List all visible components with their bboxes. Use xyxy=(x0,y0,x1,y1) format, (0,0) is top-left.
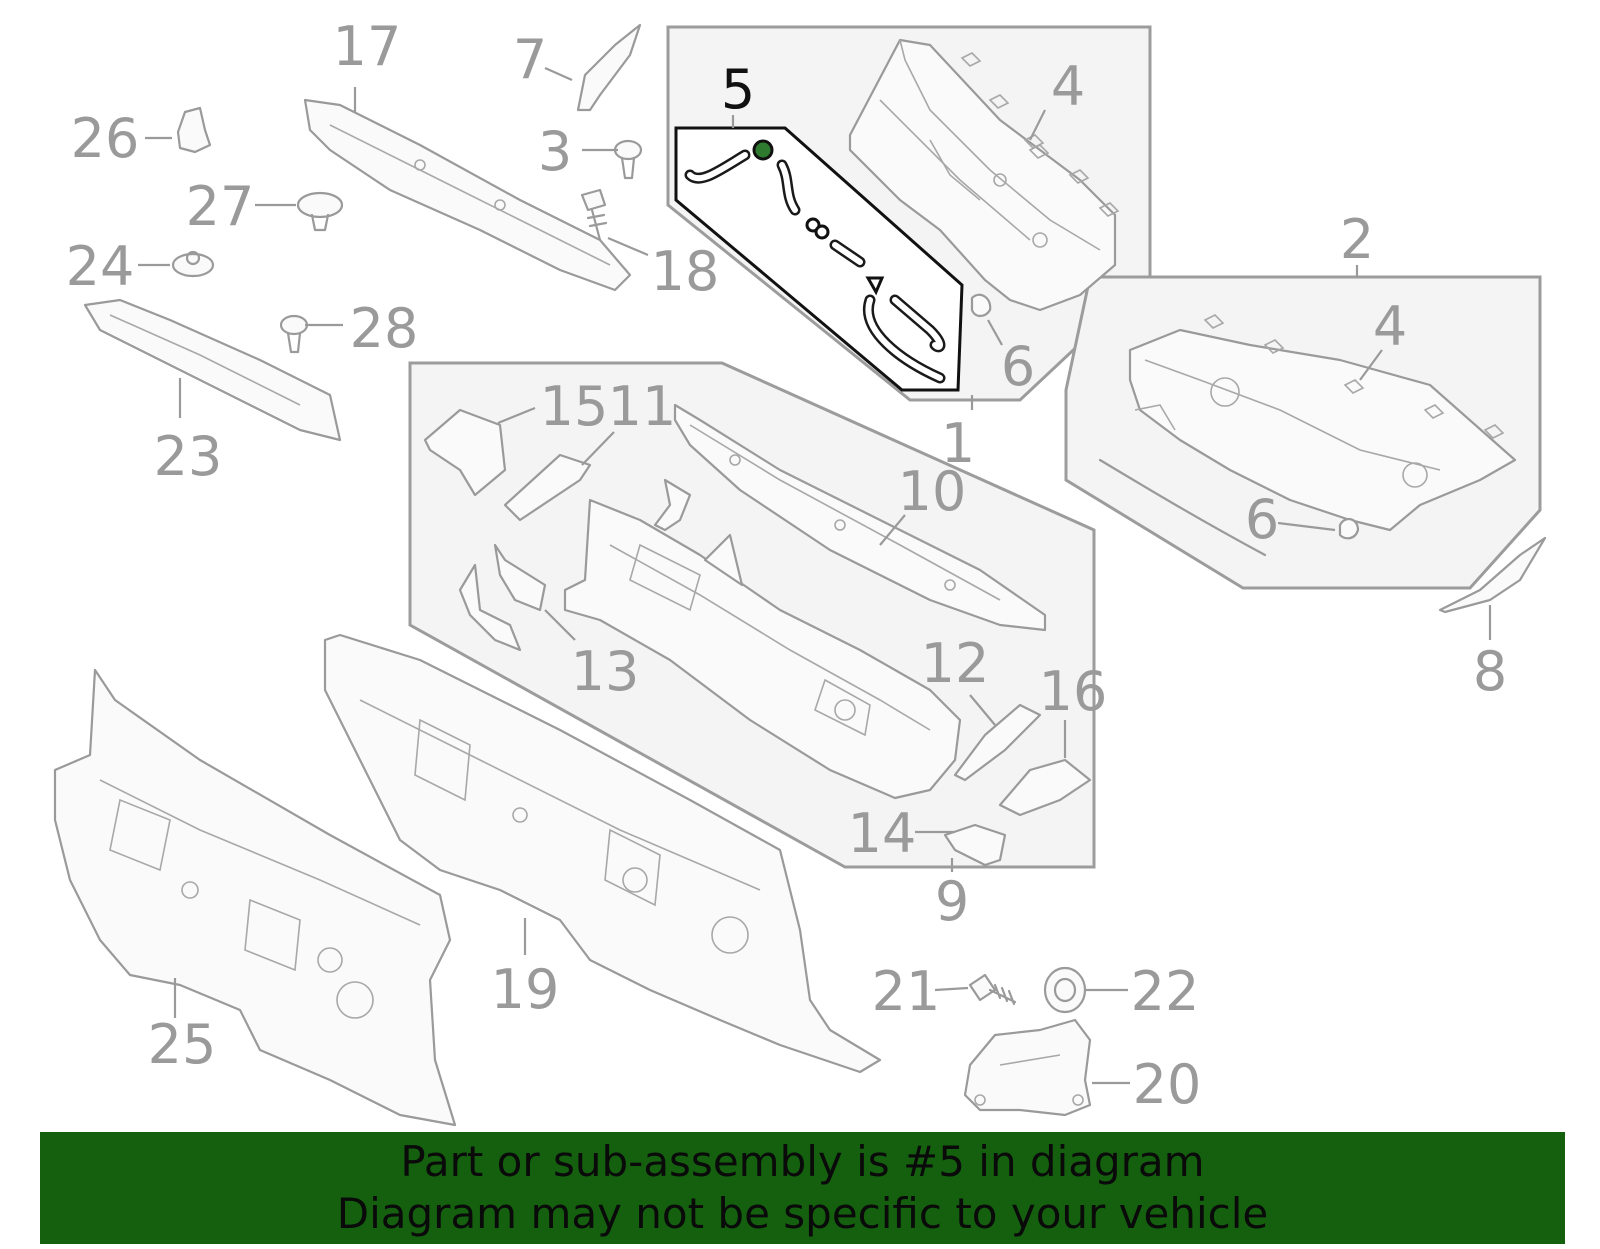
callout-18: 18 xyxy=(651,240,720,303)
seal-strip-group2 xyxy=(1098,458,1267,557)
callout-6-group2: 6 xyxy=(1245,488,1279,551)
trim-7 xyxy=(576,23,642,112)
bolt-18 xyxy=(580,188,608,242)
callout-20: 20 xyxy=(1133,1053,1202,1116)
bracket-12 xyxy=(953,703,1042,782)
callout-5-highlighted[interactable]: 5 xyxy=(721,58,755,121)
callout-1: 1 xyxy=(941,412,975,475)
callout-4-group2: 4 xyxy=(1373,295,1407,358)
callout-19: 19 xyxy=(491,958,560,1021)
callout-12: 12 xyxy=(921,632,990,695)
callout-2: 2 xyxy=(1340,208,1374,271)
callout-8: 8 xyxy=(1473,640,1507,703)
seal-6-group1 xyxy=(970,293,992,318)
cowl-panel-main xyxy=(563,498,962,800)
cowl-panel-10 xyxy=(673,403,1047,632)
nut-24 xyxy=(171,250,215,278)
callout-21: 21 xyxy=(872,960,941,1023)
dash-insulator-25 xyxy=(53,668,457,1127)
callout-3: 3 xyxy=(538,120,572,183)
bracket-14 xyxy=(943,823,1007,867)
part-5-outline[interactable] xyxy=(674,126,964,392)
bracket-16 xyxy=(998,758,1092,817)
callout-23: 23 xyxy=(154,425,223,488)
clip-27 xyxy=(296,191,344,232)
callout-22: 22 xyxy=(1131,960,1200,1023)
clip-3 xyxy=(613,139,643,180)
callout-27: 27 xyxy=(186,175,255,238)
callout-26: 26 xyxy=(71,107,140,170)
cowl-top-panel-right xyxy=(1128,328,1517,532)
bracket-small-b xyxy=(703,533,744,587)
bracket-small-a xyxy=(653,478,692,532)
callout-7: 7 xyxy=(513,28,547,91)
clip-4-group1 xyxy=(960,52,1120,217)
trim-8 xyxy=(1438,536,1547,614)
notice-banner: Part or sub-assembly is #5 in diagram Di… xyxy=(40,1132,1565,1244)
bracket-13 xyxy=(458,543,547,652)
grommet-26 xyxy=(176,106,212,154)
bolt-21 xyxy=(968,973,1017,1006)
callout-28: 28 xyxy=(350,297,419,360)
dash-panel-19 xyxy=(323,633,882,1074)
bracket-20 xyxy=(963,1018,1092,1117)
seal-6-group2 xyxy=(1338,517,1360,540)
banner-line-part: Part or sub-assembly is #5 in diagram xyxy=(400,1137,1205,1186)
callout-24: 24 xyxy=(66,235,135,298)
leader-lines xyxy=(138,66,1492,1085)
washer-hose-assembly[interactable] xyxy=(684,139,946,384)
nut-22 xyxy=(1043,966,1087,1014)
banner-line-disclaimer: Diagram may not be specific to your vehi… xyxy=(336,1189,1269,1238)
callout-6-group1: 6 xyxy=(1001,335,1035,398)
bracket-15 xyxy=(423,408,507,497)
seal-23 xyxy=(83,298,342,442)
callout-11: 11 xyxy=(608,375,677,438)
callout-9: 9 xyxy=(935,870,969,933)
callout-10: 10 xyxy=(898,460,967,523)
callout-16: 16 xyxy=(1039,660,1108,723)
callout-25: 25 xyxy=(148,1013,217,1076)
clip-4-group2 xyxy=(1203,314,1505,439)
callout-4-group1: 4 xyxy=(1051,55,1085,118)
cowl-top-panel-left xyxy=(848,38,1117,312)
callout-13: 13 xyxy=(571,640,640,703)
bracket-11 xyxy=(503,453,592,522)
clip-28 xyxy=(279,314,309,354)
parts-diagram: 1 2 3 4 4 5 6 6 7 8 9 10 11 12 13 14 15 … xyxy=(53,15,1547,1127)
callout-15: 15 xyxy=(540,375,609,438)
callout-14: 14 xyxy=(848,802,917,865)
reinforcement-17 xyxy=(303,98,632,292)
callout-17: 17 xyxy=(333,15,402,78)
